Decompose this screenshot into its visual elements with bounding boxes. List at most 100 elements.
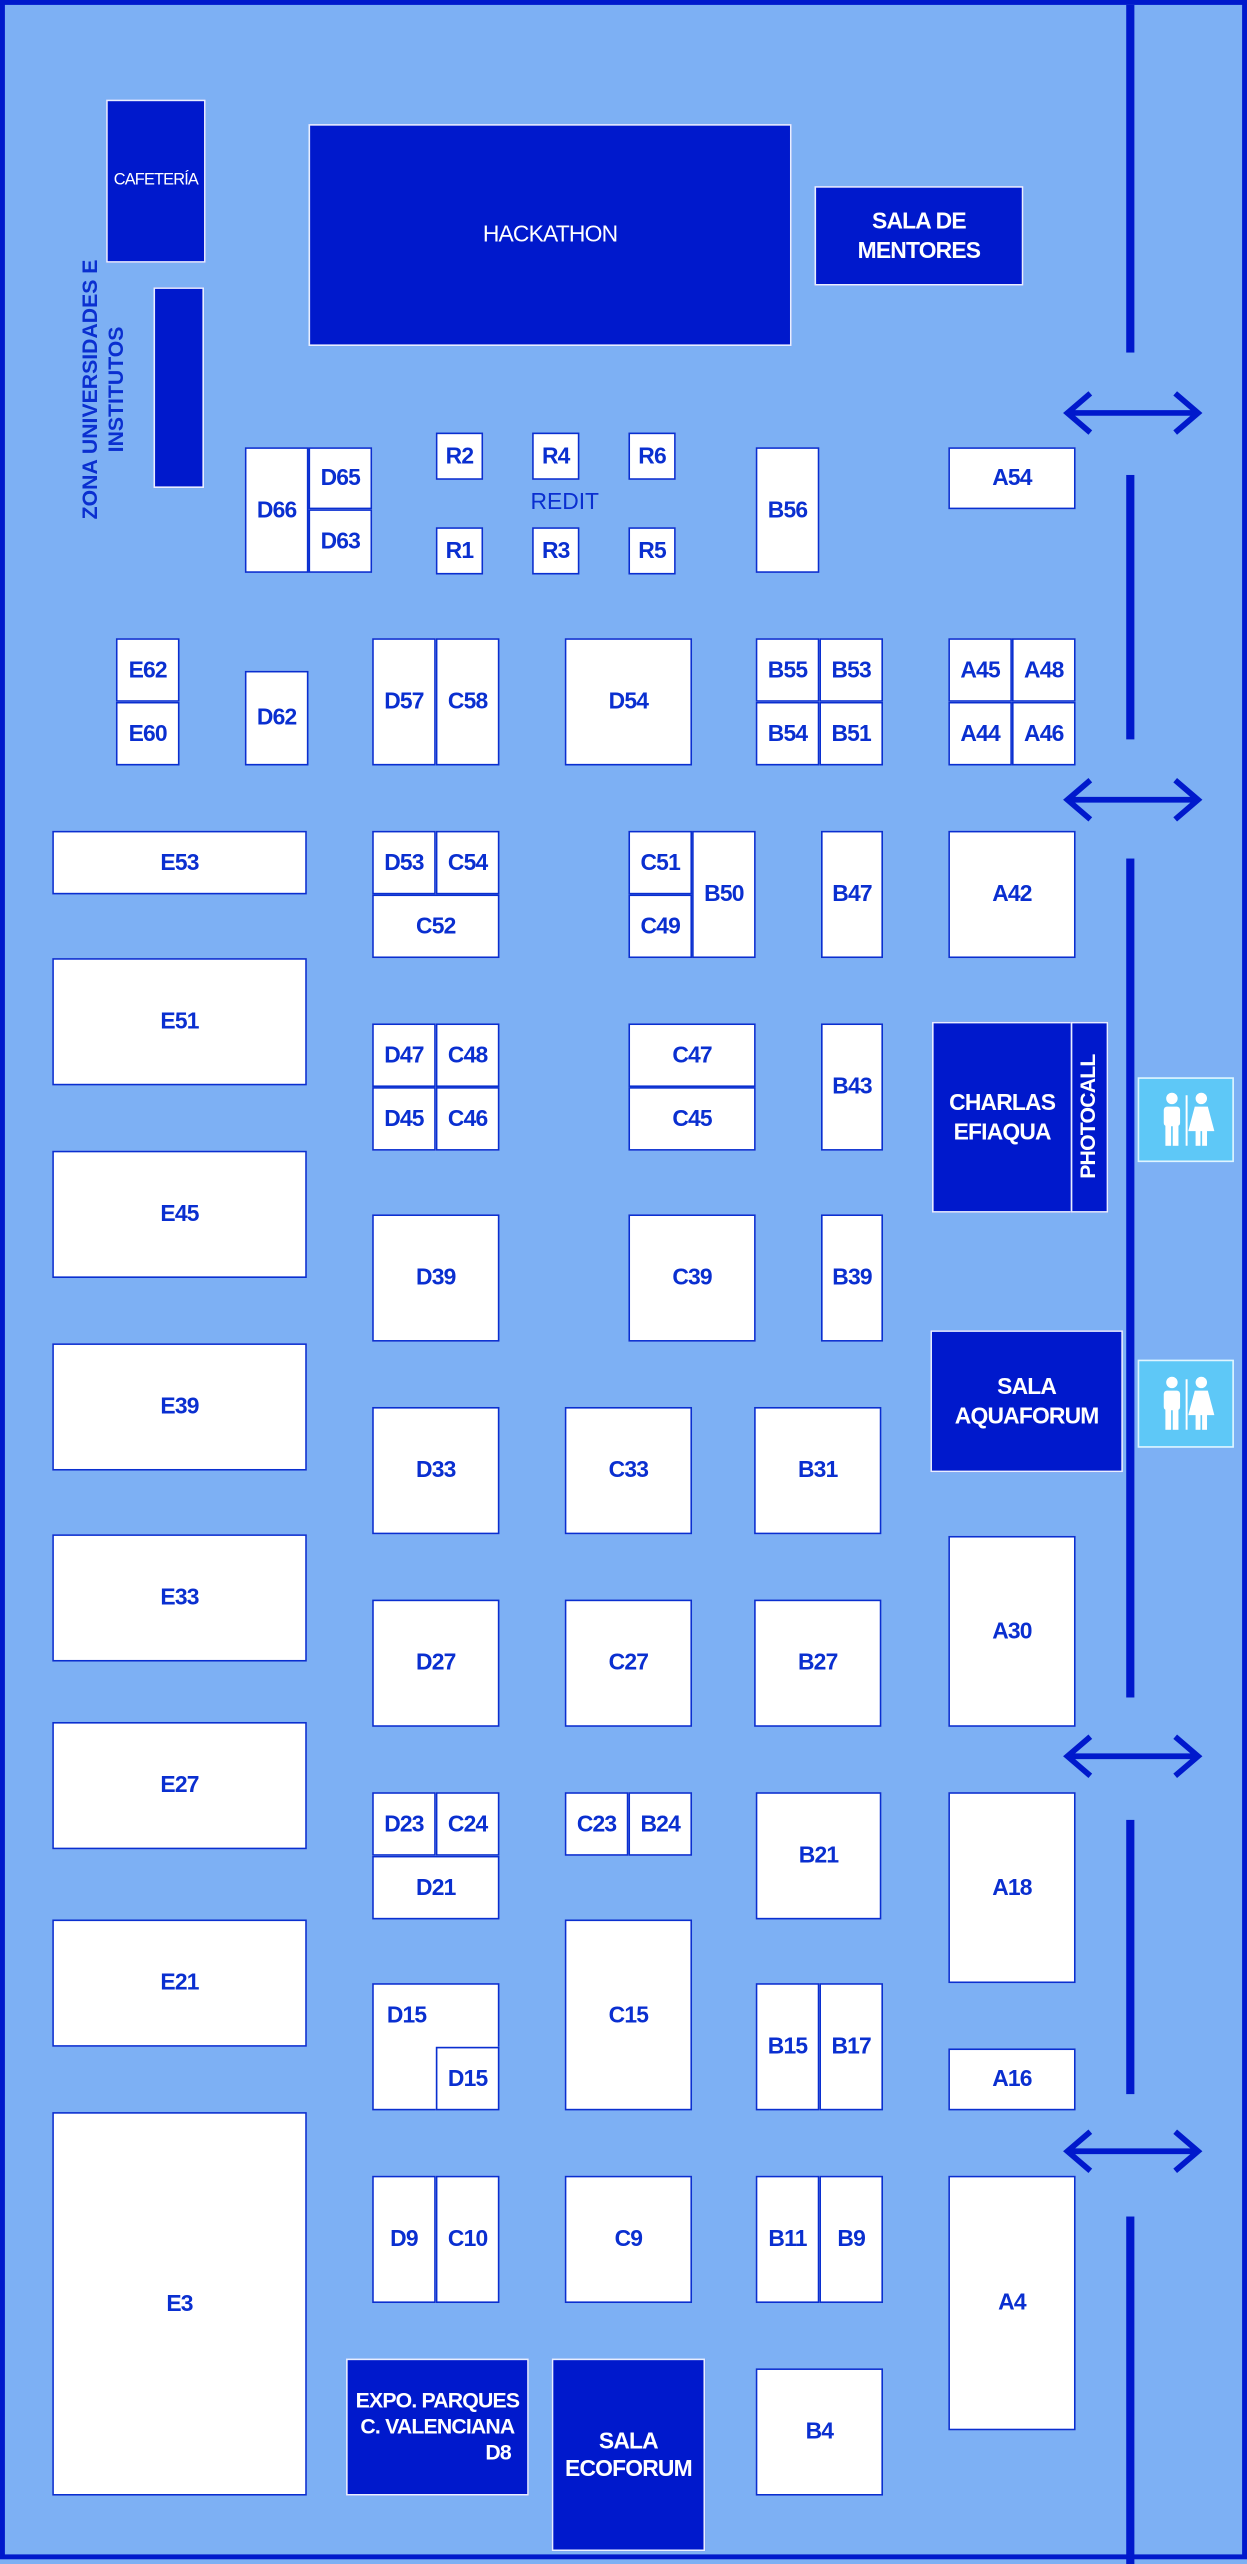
booth-r6[interactable]: R6 — [628, 432, 676, 480]
booth-r2[interactable]: R2 — [435, 432, 484, 480]
booth-r4[interactable]: R4 — [532, 432, 580, 480]
booth-b53[interactable]: B53 — [819, 638, 884, 702]
aquaforum-room[interactable]: SALA AQUAFORUM — [930, 1330, 1123, 1473]
wall-segment — [1126, 1819, 1135, 2095]
booth-d45[interactable]: D45 — [372, 1087, 436, 1151]
booth-c15[interactable]: C15 — [564, 1919, 693, 2111]
booth-e51[interactable]: E51 — [52, 958, 307, 1086]
booth-e62[interactable]: E62 — [115, 638, 180, 702]
booth-a54[interactable]: A54 — [948, 447, 1076, 510]
booth-b15[interactable]: B15 — [755, 1983, 820, 2111]
booth-r1[interactable]: R1 — [435, 527, 484, 575]
booth-e39[interactable]: E39 — [52, 1343, 307, 1471]
booth-b54[interactable]: B54 — [755, 701, 820, 766]
wall-segment — [1126, 4, 1135, 353]
booth-b27[interactable]: B27 — [754, 1599, 882, 1727]
booth-c27[interactable]: C27 — [564, 1599, 693, 1727]
booth-d47[interactable]: D47 — [372, 1023, 436, 1088]
booth-c47[interactable]: C47 — [628, 1023, 756, 1088]
booth-d62[interactable]: D62 — [244, 670, 309, 766]
booth-b31[interactable]: B31 — [754, 1406, 882, 1535]
charlas-efiaqua-zone[interactable]: CHARLAS EFIAQUA — [931, 1021, 1073, 1213]
universities-stand[interactable] — [153, 287, 205, 489]
booth-d23[interactable]: D23 — [372, 1792, 436, 1856]
universities-label: ZONA UNIVERSIDADES E INSTITUTOS — [77, 259, 128, 520]
booth-b39[interactable]: B39 — [820, 1214, 884, 1342]
booth-b51[interactable]: B51 — [819, 701, 884, 766]
booth-e53[interactable]: E53 — [52, 830, 307, 895]
wall-segment — [1126, 474, 1135, 740]
booth-c45[interactable]: C45 — [628, 1087, 756, 1151]
booth-a44[interactable]: A44 — [948, 701, 1012, 766]
booth-c24[interactable]: C24 — [435, 1792, 500, 1856]
booth-a42[interactable]: A42 — [948, 830, 1076, 959]
booth-c48[interactable]: C48 — [435, 1023, 500, 1088]
booth-c54[interactable]: C54 — [435, 830, 500, 895]
booth-b11[interactable]: B11 — [755, 2175, 820, 2304]
double-arrow-icon — [1061, 2127, 1205, 2176]
restroom-icon — [1137, 1359, 1234, 1448]
booth-e3[interactable]: E3 — [52, 2112, 307, 2496]
booth-a18[interactable]: A18 — [948, 1792, 1076, 1984]
booth-b47[interactable]: B47 — [820, 830, 884, 959]
booth-a48[interactable]: A48 — [1011, 638, 1076, 702]
booth-c33[interactable]: C33 — [564, 1406, 693, 1535]
wall-segment — [1126, 858, 1135, 1698]
ecoforum-room[interactable]: SALA ECOFORUM — [551, 2358, 706, 2552]
booth-c23[interactable]: C23 — [564, 1792, 629, 1856]
booth-d33[interactable]: D33 — [372, 1406, 500, 1535]
booth-r3[interactable]: R3 — [532, 527, 580, 575]
booth-a45[interactable]: A45 — [948, 638, 1012, 702]
booth-b55[interactable]: B55 — [755, 638, 820, 702]
booth-d21[interactable]: D21 — [372, 1855, 500, 1920]
booth-a30[interactable]: A30 — [948, 1535, 1076, 1727]
booth-c9[interactable]: C9 — [564, 2175, 693, 2304]
booth-e21[interactable]: E21 — [52, 1919, 307, 2047]
booth-c39[interactable]: C39 — [628, 1214, 756, 1342]
booth-c52[interactable]: C52 — [372, 894, 500, 959]
booth-r5[interactable]: R5 — [628, 527, 676, 575]
cafeteria-zone[interactable]: CAFETERÍA — [106, 99, 206, 263]
booth-d65[interactable]: D65 — [308, 447, 373, 510]
booth-b56[interactable]: B56 — [755, 447, 820, 573]
booth-d15b[interactable]: D15 — [435, 2046, 500, 2111]
double-arrow-icon — [1061, 1732, 1205, 1781]
booth-b17[interactable]: B17 — [819, 1983, 884, 2111]
booth-e27[interactable]: E27 — [52, 1721, 307, 1850]
booth-d27[interactable]: D27 — [372, 1599, 500, 1727]
booth-a16[interactable]: A16 — [948, 2048, 1076, 2111]
booth-c46[interactable]: C46 — [435, 1087, 500, 1151]
booth-d53[interactable]: D53 — [372, 830, 436, 895]
hackathon-zone[interactable]: HACKATHON — [308, 124, 792, 347]
booth-c10[interactable]: C10 — [435, 2175, 500, 2304]
booth-d39[interactable]: D39 — [372, 1214, 500, 1342]
booth-a4[interactable]: A4 — [948, 2175, 1076, 2431]
mentors-room[interactable]: SALA DE MENTORES — [814, 186, 1024, 286]
redit-label: REDIT — [530, 488, 600, 515]
booth-d57[interactable]: D57 — [372, 638, 436, 766]
booth-c51[interactable]: C51 — [628, 830, 693, 895]
booth-d9[interactable]: D9 — [372, 2175, 436, 2304]
booth-b43[interactable]: B43 — [820, 1023, 884, 1151]
booth-d63[interactable]: D63 — [308, 509, 373, 573]
booth-b9[interactable]: B9 — [819, 2175, 884, 2304]
restroom-icon — [1137, 1077, 1234, 1163]
booth-e45[interactable]: E45 — [52, 1150, 307, 1279]
booth-c58[interactable]: C58 — [435, 638, 500, 766]
booth-d54[interactable]: D54 — [564, 638, 693, 766]
booth-b21[interactable]: B21 — [755, 1792, 882, 1920]
booth-a46[interactable]: A46 — [1011, 701, 1076, 766]
booth-b24[interactable]: B24 — [628, 1792, 693, 1856]
booth-b4[interactable]: B4 — [755, 2368, 884, 2496]
booth-b50[interactable]: B50 — [692, 830, 756, 959]
booth-c49[interactable]: C49 — [628, 894, 693, 959]
wall-segment — [1126, 2216, 1135, 2564]
booth-e60[interactable]: E60 — [115, 701, 180, 766]
photocall-label: PHOTOCALL — [1076, 1055, 1101, 1180]
booth-e33[interactable]: E33 — [52, 1534, 307, 1662]
booth-d66[interactable]: D66 — [244, 447, 309, 573]
double-arrow-icon — [1061, 775, 1205, 824]
photocall-zone[interactable]: PHOTOCALL — [1070, 1021, 1109, 1213]
